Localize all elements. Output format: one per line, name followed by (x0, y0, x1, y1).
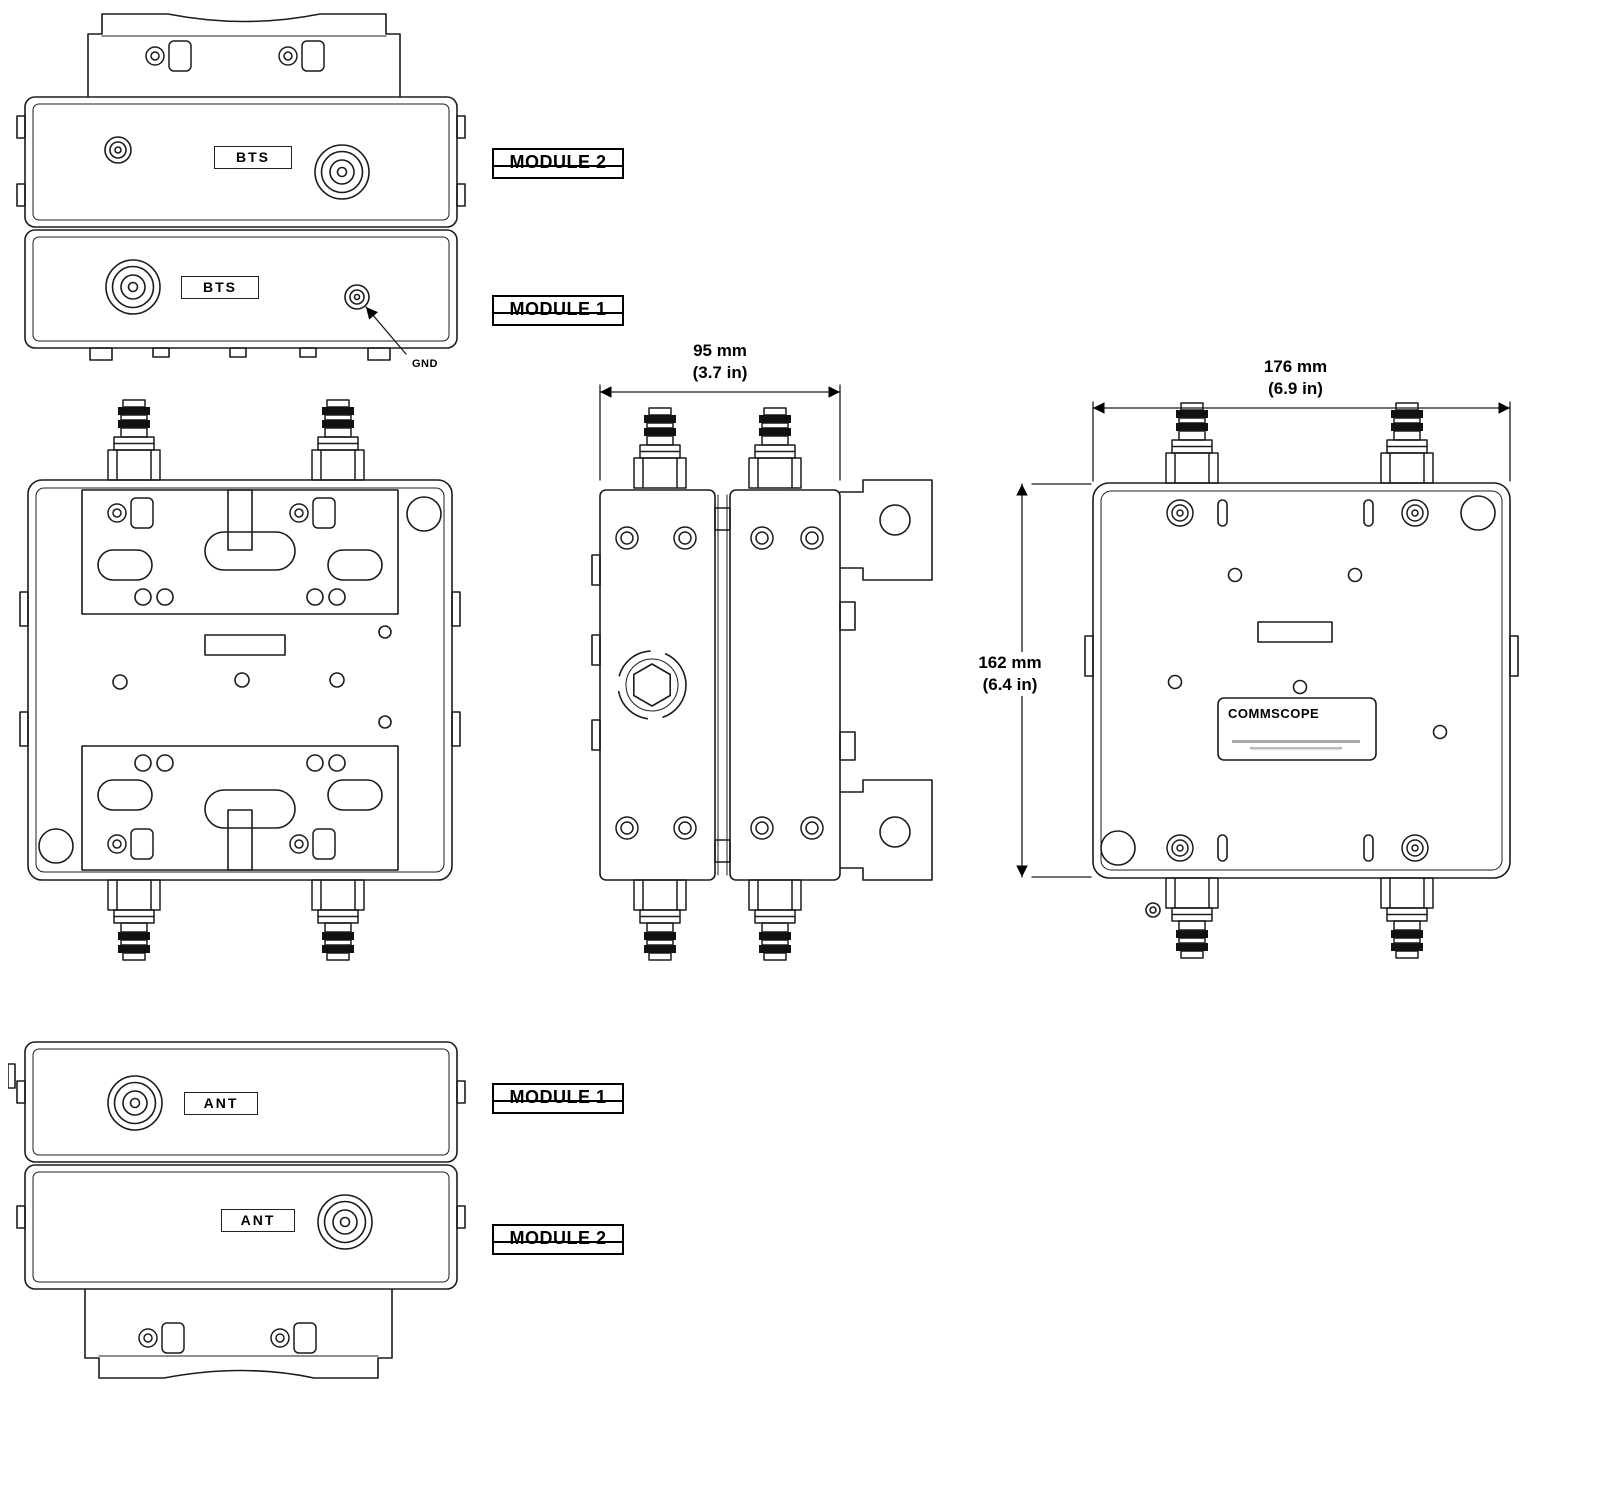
module1-body (24, 229, 458, 361)
bts-port-label-module1: BTS (181, 276, 259, 299)
ant-port-label-module2: ANT (221, 1209, 295, 1232)
module1-tag-bottom: MODULE 1 (492, 1083, 624, 1114)
module2-tag-top: MODULE 2 (492, 148, 624, 179)
side-bodies (591, 489, 841, 881)
bracket-slot-right (270, 1322, 317, 1354)
dim-depth-text: 95 mm (3.7 in) (645, 340, 795, 385)
view-top-bts-side (16, 13, 466, 361)
front-housing (19, 479, 461, 881)
view-side (591, 384, 933, 961)
top-mount-plate (81, 489, 399, 615)
bts-port-label-module2: BTS (214, 146, 292, 169)
screw (104, 136, 132, 164)
mounting-bracket-top (87, 13, 401, 98)
dim-height-in: (6.4 in) (982, 675, 1038, 695)
rf-connector-top-left (633, 407, 687, 489)
module1-tag-top: MODULE 1 (492, 295, 624, 326)
wall-bracket-top (839, 479, 933, 581)
ant-connector-module2 (317, 1194, 373, 1250)
gnd-leader-arrow (365, 306, 407, 355)
rf-connector-top-right (748, 407, 802, 489)
view-back (1016, 401, 1519, 959)
bracket-coupler (839, 601, 856, 631)
front-center-features (112, 625, 392, 729)
view-front (19, 399, 461, 961)
label-fine-print (1232, 740, 1360, 743)
module2-body (16, 96, 466, 228)
ant-port-label-module1: ANT (184, 1092, 258, 1115)
bracket-slot-left (138, 1322, 185, 1354)
rf-connector-bottom-left (1165, 877, 1219, 959)
dim-width-176mm (1092, 401, 1511, 482)
ground-point (1145, 902, 1161, 918)
mounting-bracket-bottom (84, 1288, 393, 1379)
gnd-label: GND (412, 358, 438, 370)
module1-body (8, 1041, 466, 1163)
module2-tag-bottom: MODULE 2 (492, 1224, 624, 1255)
dim-depth-mm: 95 mm (693, 341, 747, 360)
view-bottom-ant-side (8, 1041, 466, 1379)
hex-vent (617, 650, 687, 720)
dim-depth-95mm (599, 384, 841, 481)
rf-connector-top-right (311, 399, 365, 481)
bracket-slot-left (145, 40, 192, 72)
dim-width-in: (6.9 in) (1268, 379, 1323, 399)
product-label-plate (1217, 697, 1377, 761)
dim-depth-in: (3.7 in) (692, 363, 748, 383)
bts-connector-module1 (105, 259, 161, 315)
rf-connector-bottom-left (633, 879, 687, 961)
rf-connector-bottom-left (107, 879, 161, 961)
dim-height-text: 162 mm (6.4 in) (952, 652, 1068, 697)
cover-screws (615, 526, 824, 840)
rf-connector-bottom-right (748, 879, 802, 961)
bracket-coupler (839, 731, 856, 761)
bottom-mount-plate (81, 745, 399, 871)
rf-connector-bottom-right (311, 879, 365, 961)
corner-screws (1166, 499, 1429, 862)
rf-connector-top-left (107, 399, 161, 481)
back-housing (1084, 482, 1519, 879)
label-fine-print (1250, 747, 1342, 750)
rf-connector-top-left (1165, 402, 1219, 484)
dim-width-mm: 176 mm (1263, 357, 1328, 376)
rf-connector-bottom-right (1380, 877, 1434, 959)
bracket-slot-right (278, 40, 325, 72)
back-holes (1167, 567, 1448, 740)
dim-height-mm: 162 mm (978, 653, 1042, 672)
bts-connector-module2 (314, 144, 370, 200)
rf-connector-top-right (1380, 402, 1434, 484)
brand-label: COMMSCOPE (1228, 706, 1320, 721)
ant-connector-module1 (107, 1075, 163, 1131)
dim-width-text: 176 mm (6.9 in) (1238, 356, 1353, 401)
ground-screw (344, 284, 370, 310)
module2-body (16, 1164, 466, 1290)
wall-bracket-bottom (839, 779, 933, 881)
